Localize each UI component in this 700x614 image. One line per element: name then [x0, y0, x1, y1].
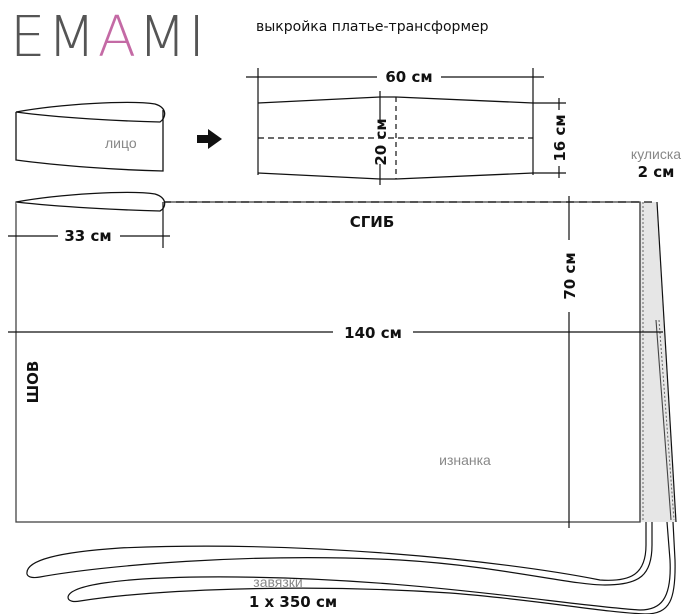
- arrow-right-icon: [197, 129, 222, 149]
- panel-height-label: 70 см: [561, 252, 579, 299]
- panel-width-label: 140 см: [344, 324, 402, 342]
- opening-width-label: 33 см: [64, 227, 111, 245]
- belt-flat-piece: [246, 68, 566, 185]
- belt-width-label: 60 см: [385, 68, 432, 86]
- ties: [26, 521, 676, 614]
- logo-accent-letter: A: [97, 5, 139, 70]
- casing-label: кулиска: [631, 146, 681, 162]
- ties-label: завязки: [253, 574, 302, 590]
- brand-logo: EMAMI: [10, 10, 207, 66]
- band-face-view: [15, 101, 166, 172]
- main-panel: [8, 191, 677, 528]
- pattern-title: выкройка платье-трансформер: [256, 19, 489, 35]
- wrong-side-label: изнанка: [439, 452, 491, 468]
- logo-suffix: MI: [138, 5, 207, 70]
- belt-edge-height-label: 16 см: [551, 114, 569, 161]
- logo-prefix: EM: [10, 5, 98, 70]
- seam-label: ШОВ: [24, 361, 42, 404]
- ties-size-label: 1 х 350 см: [249, 593, 337, 611]
- fold-label: СГИБ: [350, 213, 395, 231]
- casing-size-label: 2 см: [638, 163, 675, 181]
- belt-center-height-label: 20 см: [372, 118, 390, 165]
- face-side-label: лицо: [105, 135, 137, 151]
